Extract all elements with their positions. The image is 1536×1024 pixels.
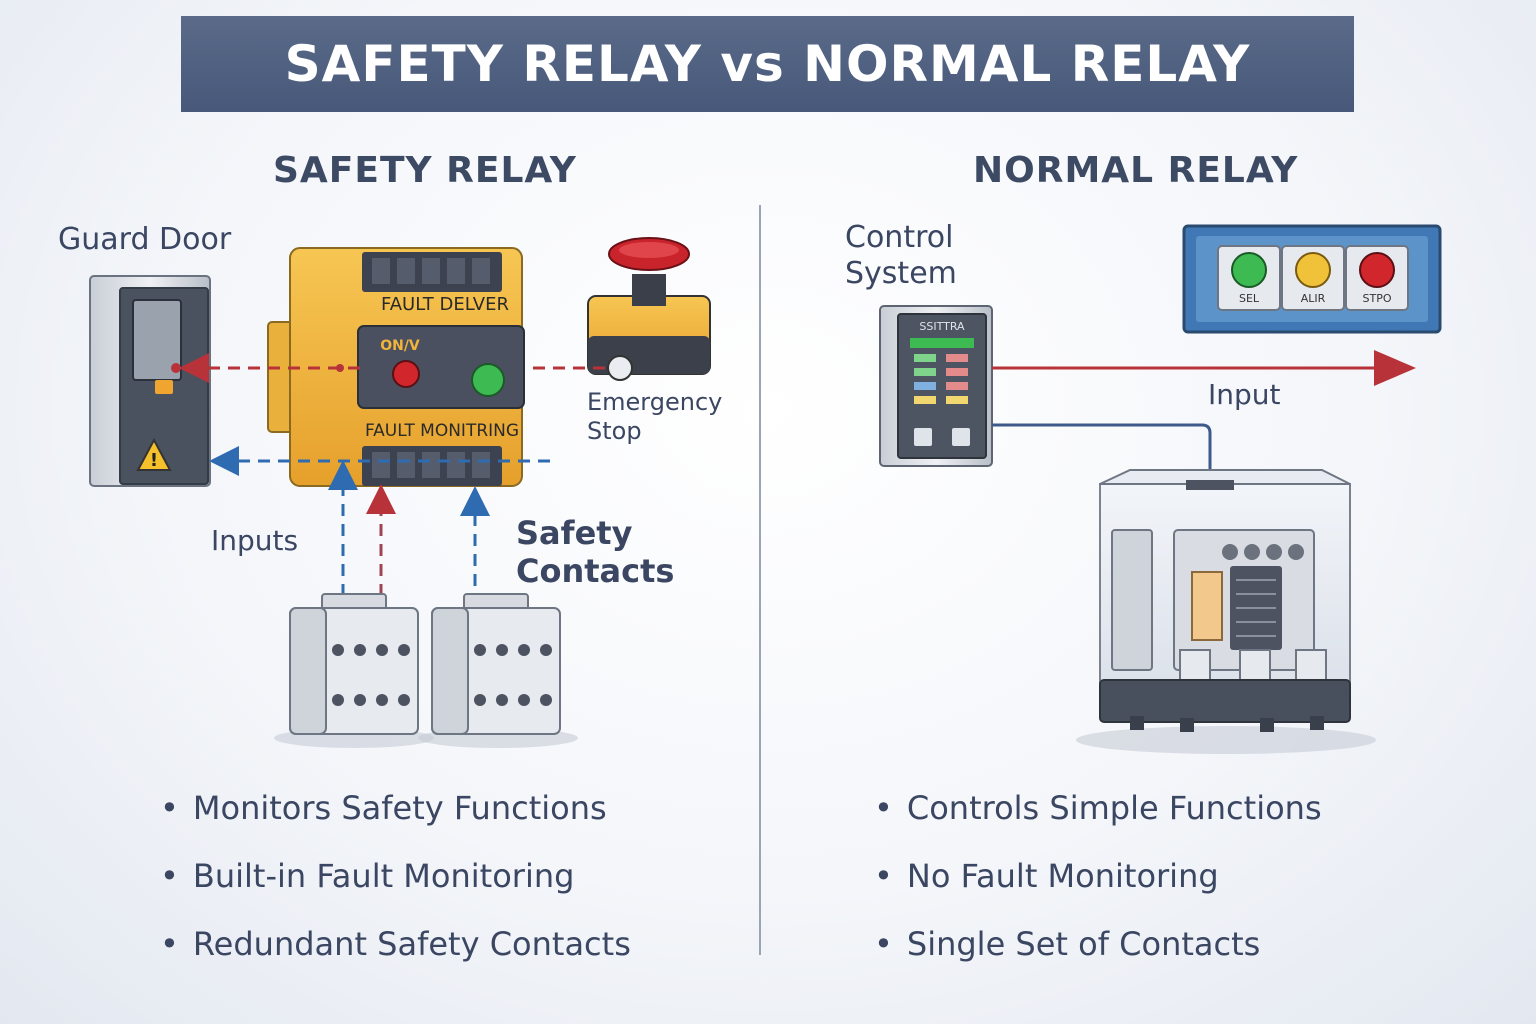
- green-led: [471, 363, 505, 397]
- normal-relay-device: [1076, 469, 1376, 754]
- inputs-label: Inputs: [211, 524, 299, 557]
- list-item: Redundant Safety Contacts: [160, 910, 631, 978]
- list-item: Monitors Safety Functions: [160, 774, 631, 842]
- control-system-unit: SSITTRA: [879, 305, 993, 467]
- panel-button-1-label: SEL: [1239, 292, 1260, 305]
- title-bar: SAFETY RELAY vs NORMAL RELAY: [181, 16, 1354, 112]
- guard-door: !: [89, 275, 211, 487]
- panel-button-2-label: ALIR: [1301, 292, 1326, 305]
- input-label: Input: [1208, 378, 1281, 411]
- emergency-stop-button: [587, 237, 711, 381]
- safety-contactor-2: [418, 593, 578, 748]
- center-divider: [759, 205, 761, 955]
- svg-text:!: !: [150, 450, 158, 471]
- safety-relay-device: FAULT DELVER ON/V FAULT MONITRING: [267, 247, 525, 487]
- emergency-stop-label: Emergency Stop: [587, 388, 723, 445]
- button-panel: SEL ALIR STPO: [1182, 224, 1442, 334]
- warning-icon: [136, 437, 172, 471]
- safety-relay-bullets: Monitors Safety Functions Built-in Fault…: [160, 774, 631, 978]
- normal-relay-bullets: Controls Simple Functions No Fault Monit…: [874, 774, 1322, 978]
- relay-feed-line: [992, 423, 1212, 486]
- safety-relay-heading: SAFETY RELAY: [273, 150, 577, 191]
- safety-contactor-1: [274, 593, 434, 748]
- device-logo: ON/V: [380, 338, 420, 354]
- normal-relay-heading: NORMAL RELAY: [973, 150, 1299, 191]
- red-led: [392, 360, 420, 388]
- safety-contacts-label: Safety Contacts: [516, 514, 675, 591]
- guard-door-label: Guard Door: [58, 222, 232, 257]
- list-item: Controls Simple Functions: [874, 774, 1322, 842]
- device-bottom-label: FAULT MONITRING: [365, 421, 519, 441]
- list-item: No Fault Monitoring: [874, 842, 1322, 910]
- panel-button-3-label: STPO: [1363, 292, 1392, 305]
- control-screen-text: SSITTRA: [919, 320, 965, 333]
- list-item: Single Set of Contacts: [874, 910, 1322, 978]
- list-item: Built-in Fault Monitoring: [160, 842, 631, 910]
- device-top-label: FAULT DELVER: [381, 294, 509, 315]
- control-system-label: Control System: [845, 220, 957, 291]
- page-title: SAFETY RELAY vs NORMAL RELAY: [284, 35, 1251, 93]
